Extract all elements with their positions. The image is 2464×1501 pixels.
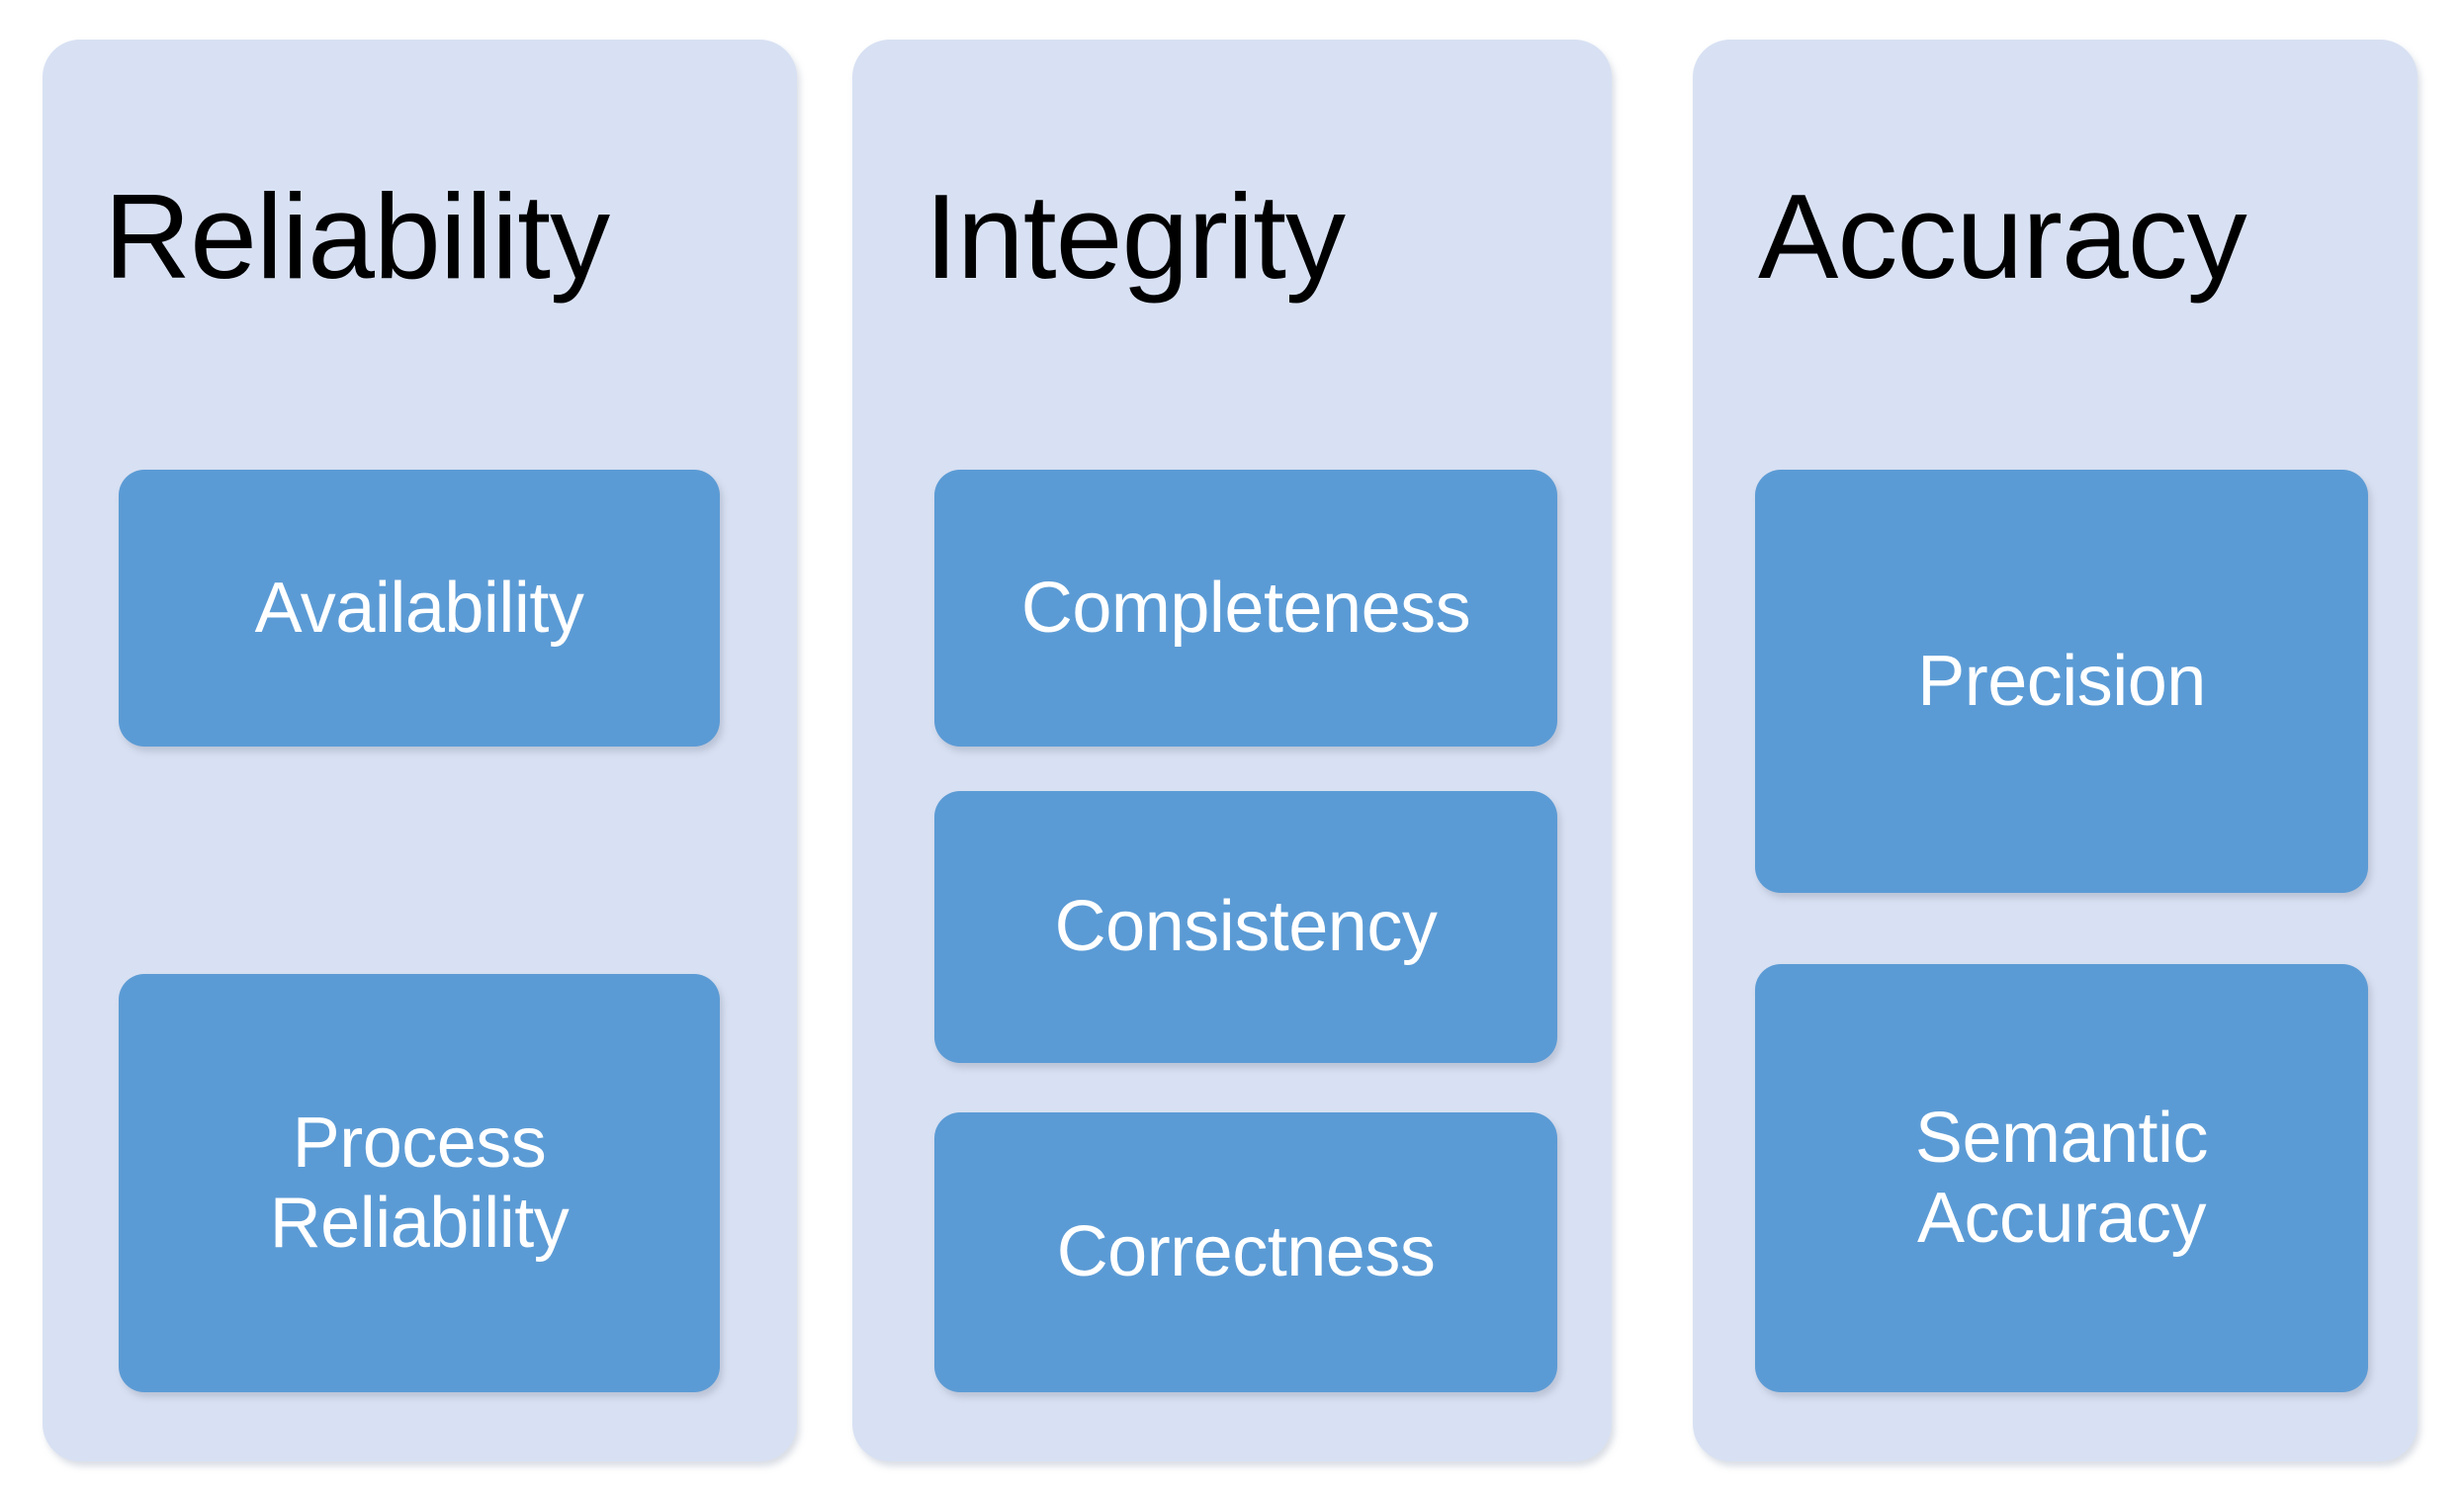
leaf-box-semantic-accuracy[interactable]: Semantic Accuracy <box>1755 964 2368 1392</box>
leaf-label-correctness: Correctness <box>1056 1212 1436 1292</box>
leaf-box-availability[interactable]: Availability <box>119 470 720 747</box>
group-title-integrity: Integrity <box>924 169 1346 304</box>
leaf-box-correctness[interactable]: Correctness <box>934 1112 1557 1392</box>
leaf-box-completeness[interactable]: Completeness <box>934 470 1557 747</box>
leaf-box-process-reliability[interactable]: Process Reliability <box>119 974 720 1392</box>
leaf-box-precision[interactable]: Precision <box>1755 470 2368 893</box>
group-title-accuracy: Accuracy <box>1758 169 2247 304</box>
leaf-label-completeness: Completeness <box>1020 568 1471 648</box>
group-title-reliability: Reliability <box>104 169 610 304</box>
leaf-label-precision: Precision <box>1917 641 2206 721</box>
leaf-label-consistency: Consistency <box>1054 887 1438 967</box>
leaf-label-availability: Availability <box>254 568 584 648</box>
leaf-box-consistency[interactable]: Consistency <box>934 791 1557 1063</box>
leaf-label-process-reliability: Process Reliability <box>269 1103 570 1263</box>
leaf-label-semantic-accuracy: Semantic Accuracy <box>1914 1098 2209 1258</box>
